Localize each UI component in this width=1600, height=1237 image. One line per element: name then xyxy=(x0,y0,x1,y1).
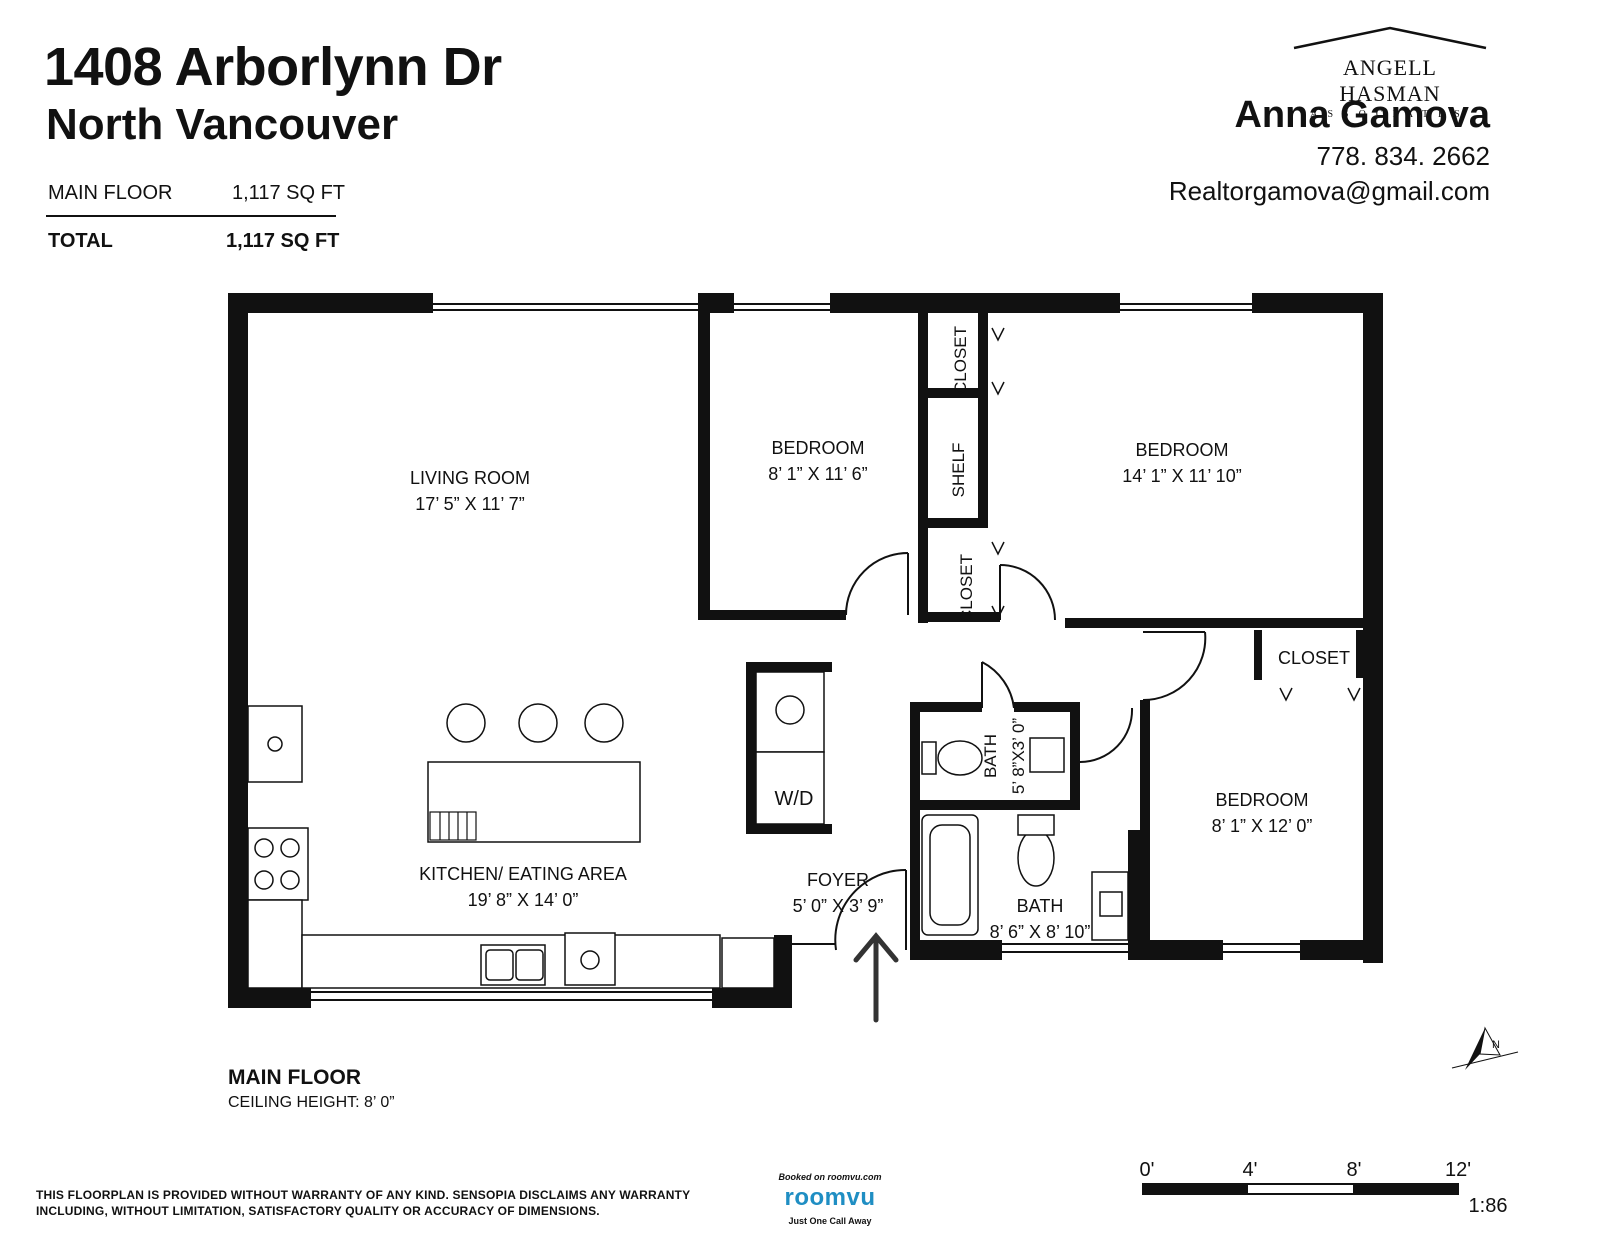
room-name-foyer: FOYER xyxy=(807,870,869,890)
room-labels: LIVING ROOM 17’ 5” X 11’ 7” BEDROOM 8’ 1… xyxy=(410,438,1500,1051)
shelf-label: SHELF xyxy=(949,443,968,498)
closet-rods xyxy=(991,327,1361,702)
scale-ratio: 1:86 xyxy=(1469,1195,1508,1217)
small-bath-name: BATH xyxy=(981,734,1000,778)
room-dims-bath: 8’ 6” X 8’ 10” xyxy=(990,922,1091,942)
address-line1: 1408 Arborlynn Dr xyxy=(44,37,502,97)
room-name-bedroom1: BEDROOM xyxy=(771,438,864,458)
disclaimer-line2: INCLUDING, WITHOUT LIMITATION, SATISFACT… xyxy=(36,1204,600,1218)
scale-ticks: 0' 4' 8' 12' 1:86 xyxy=(1140,1159,1508,1217)
scale-tick-0: 0' xyxy=(1140,1159,1155,1181)
windows xyxy=(311,303,1300,1001)
scale-tick-4: 4' xyxy=(1243,1159,1258,1181)
disclaimer: THIS FLOORPLAN IS PROVIDED WITHOUT WARRA… xyxy=(36,1187,690,1219)
agent-email[interactable]: Realtorgamova@gmail.com xyxy=(1168,176,1490,206)
closet-top-label: CLOSET xyxy=(951,326,970,394)
brand-logo: ANGELL HASMAN ASSOCIATES xyxy=(1290,24,1490,120)
room-dims-kitchen: 19’ 8” X 14’ 0” xyxy=(468,890,579,910)
booked-on-text: Booked on roomvu.com xyxy=(778,1172,882,1182)
room-dims-bedroom2: 14’ 1” X 11’ 10” xyxy=(1122,466,1241,486)
room-dims-living: 17’ 5” X 11’ 7” xyxy=(415,494,524,514)
dishwasher-icon xyxy=(429,811,477,841)
roomvu-logo: roomvu xyxy=(784,1184,876,1211)
kitchen-fixtures xyxy=(247,703,775,989)
area-label-total: TOTAL xyxy=(48,230,113,252)
scale-bar xyxy=(1142,1183,1459,1195)
room-name-kitchen: KITCHEN/ EATING AREA xyxy=(419,864,627,884)
walls xyxy=(228,293,1383,1008)
brand-sub: ASSOCIATES xyxy=(1310,109,1470,120)
washer-dryer-label: W/D xyxy=(775,788,814,810)
agent-phone: 778. 834. 2662 xyxy=(1316,141,1491,171)
scale-tick-8: 8' xyxy=(1347,1159,1362,1181)
address-line2: North Vancouver xyxy=(46,100,399,149)
room-name-bedroom2: BEDROOM xyxy=(1135,440,1228,460)
room-name-bath: BATH xyxy=(1017,896,1064,916)
doors xyxy=(792,552,1207,951)
area-value-main: 1,117 SQ FT xyxy=(232,182,346,204)
area-divider xyxy=(46,215,336,217)
entry-arrow-icon xyxy=(853,932,899,1023)
rotated-labels: CLOSET SHELF CLOSET BATH 5’ 8”X3’ 0” xyxy=(949,326,1028,794)
roof-icon xyxy=(1293,26,1487,50)
room-name-living: LIVING ROOM xyxy=(410,468,530,488)
closet-mid-label: CLOSET xyxy=(957,554,976,622)
north-label: N xyxy=(1492,1039,1500,1051)
room-dims-bedroom3: 8’ 1” X 12’ 0” xyxy=(1212,816,1313,836)
small-bath-dims: 5’ 8”X3’ 0” xyxy=(1009,718,1028,795)
room-dims-foyer: 5’ 0” X 3’ 9” xyxy=(793,896,884,916)
bath-fixtures xyxy=(921,737,1129,941)
area-label-main: MAIN FLOOR xyxy=(48,182,173,204)
agent-contact: Anna Gamova 778. 834. 2662 Realtorgamova… xyxy=(1169,94,1490,207)
scale-tick-12: 12' xyxy=(1445,1159,1471,1181)
area-value-total: 1,117 SQ FT xyxy=(226,230,340,252)
room-dims-bedroom1: 8’ 1” X 11’ 6” xyxy=(768,464,867,484)
north-arrow-icon xyxy=(1451,1026,1519,1070)
floor-label: MAIN FLOOR xyxy=(228,1066,361,1089)
disclaimer-line1: THIS FLOORPLAN IS PROVIDED WITHOUT WARRA… xyxy=(36,1188,691,1202)
closet-right-label: CLOSET xyxy=(1278,648,1350,668)
laundry-fixtures xyxy=(755,671,825,825)
brand-name: ANGELL HASMAN xyxy=(1339,55,1441,106)
room-name-bedroom3: BEDROOM xyxy=(1215,790,1308,810)
agent-name: Anna Gamova xyxy=(1234,94,1490,136)
roomvu-tagline: Just One Call Away xyxy=(788,1216,872,1226)
ceiling-height: CEILING HEIGHT: 8’ 0” xyxy=(228,1094,395,1111)
